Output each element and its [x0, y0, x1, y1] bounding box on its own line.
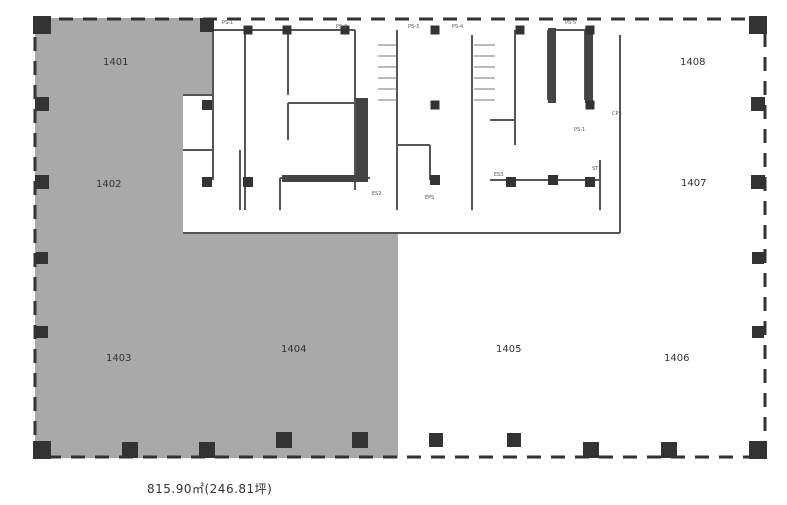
column — [585, 100, 595, 110]
column — [35, 97, 49, 111]
floor-area-text: 815.90㎡(246.81坪) — [147, 482, 273, 496]
column — [202, 100, 212, 110]
core-label-ps5: PS-5 — [565, 20, 577, 26]
column — [35, 175, 49, 189]
column — [200, 18, 214, 32]
column — [583, 442, 599, 458]
core-label-cp3: CP3 — [612, 111, 622, 117]
column — [202, 177, 212, 187]
column — [33, 16, 51, 34]
column — [752, 326, 764, 338]
core-label-ps3: PS-3 — [408, 24, 420, 30]
room-1408[interactable]: 1408 — [680, 57, 706, 68]
column — [243, 25, 253, 35]
column — [276, 432, 292, 448]
column — [749, 16, 767, 34]
column — [585, 25, 595, 35]
stairs — [378, 44, 495, 101]
column — [36, 326, 48, 338]
column — [430, 175, 440, 185]
column — [430, 100, 440, 110]
column — [352, 432, 368, 448]
core-label-ps4: PS-4 — [452, 24, 464, 30]
leased-area[interactable] — [35, 18, 398, 458]
column — [661, 442, 677, 458]
column — [282, 25, 292, 35]
column — [506, 177, 516, 187]
core-label-es3: ES3 — [494, 172, 504, 178]
room-1404[interactable]: 1404 — [281, 344, 307, 355]
column — [751, 175, 765, 189]
column — [507, 433, 521, 447]
core-label-ps2: PS-2 — [336, 24, 348, 30]
room-1406[interactable]: 1406 — [664, 353, 690, 364]
room-1405[interactable]: 1405 — [496, 344, 522, 355]
column — [749, 441, 767, 459]
core-label-es2: ES2 — [372, 191, 382, 197]
column — [33, 441, 51, 459]
column — [340, 25, 350, 35]
core-label-ps1: PS-1 — [222, 20, 234, 26]
column — [585, 177, 595, 187]
column — [430, 25, 440, 35]
column — [243, 177, 253, 187]
room-1403[interactable]: 1403 — [106, 353, 132, 364]
room-1407[interactable]: 1407 — [681, 178, 707, 189]
column — [429, 433, 443, 447]
column — [36, 252, 48, 264]
column — [515, 25, 525, 35]
core-label-ps1-b: PS-1 — [574, 127, 586, 133]
room-1401[interactable]: 1401 — [103, 57, 129, 68]
column — [752, 252, 764, 264]
outer-border — [33, 17, 767, 459]
core-label-eps: EPS — [425, 195, 435, 201]
column — [751, 97, 765, 111]
room-1402[interactable]: 1402 — [96, 179, 122, 190]
column — [199, 442, 215, 458]
column — [122, 442, 138, 458]
core-label-st2: ST2 — [592, 166, 602, 172]
column — [548, 175, 558, 185]
columns — [33, 16, 767, 459]
core-shear-walls — [282, 28, 593, 182]
